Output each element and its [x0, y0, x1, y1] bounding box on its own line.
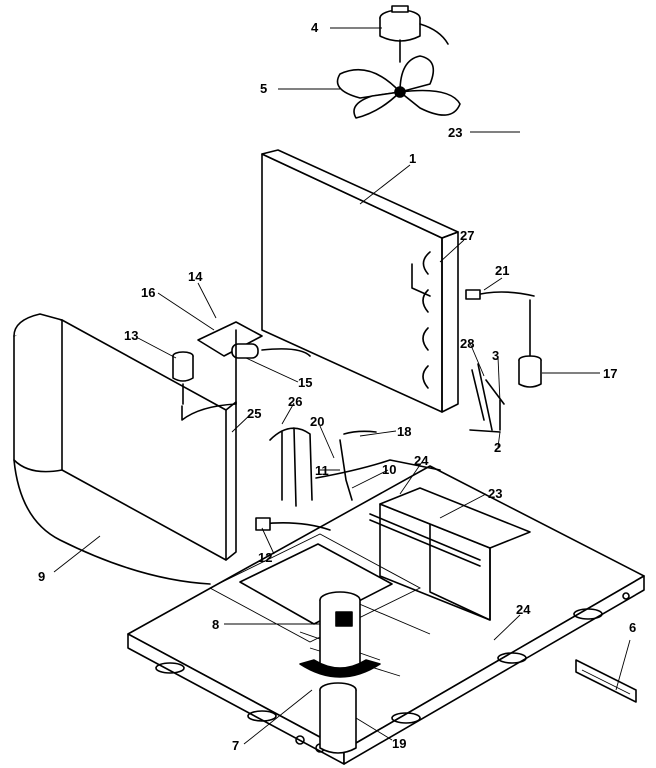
condenser-coil	[261, 149, 459, 413]
filter-assembly	[369, 487, 531, 621]
callout-25: 25	[247, 406, 261, 421]
mounting-bracket	[575, 659, 637, 703]
wraparound-coil	[13, 313, 237, 585]
callout-18: 18	[397, 424, 411, 439]
callout-21: 21	[495, 263, 509, 278]
callout-19: 19	[392, 736, 406, 751]
callout-23b: 23	[488, 486, 502, 501]
callout-5: 5	[260, 81, 267, 96]
callout-8: 8	[212, 617, 219, 632]
fan-blade	[336, 55, 461, 119]
callout-15: 15	[298, 375, 312, 390]
callout-20: 20	[310, 414, 324, 429]
callout-6: 6	[629, 620, 636, 635]
callout-28: 28	[460, 336, 474, 351]
callout-24a: 24	[414, 453, 429, 468]
callout-9: 9	[38, 569, 45, 584]
callout-26: 26	[288, 394, 302, 409]
callout-labels: 4 5 23 1 27 21 14 16 13 15 28 3 17 26 25…	[38, 20, 636, 753]
capacitor-17	[518, 299, 542, 388]
callout-7: 7	[232, 738, 239, 753]
accumulator	[319, 682, 357, 754]
callout-27: 27	[460, 228, 474, 243]
callout-11: 11	[315, 463, 329, 478]
callout-17: 17	[603, 366, 617, 381]
base-pan	[127, 465, 645, 765]
callout-24b: 24	[516, 602, 531, 617]
callout-12: 12	[258, 550, 272, 565]
compressor	[299, 591, 381, 678]
callout-2: 2	[494, 440, 501, 455]
callout-4: 4	[311, 20, 319, 35]
callout-13: 13	[124, 328, 138, 343]
fan-motor	[379, 5, 449, 63]
callout-10: 10	[382, 462, 396, 477]
capacitor-13	[172, 351, 194, 405]
callout-23: 23	[448, 125, 462, 140]
reversing-valve	[181, 321, 311, 421]
callout-3: 3	[492, 348, 499, 363]
callout-1: 1	[409, 151, 416, 166]
leader-lines	[53, 27, 631, 745]
callout-16: 16	[141, 285, 155, 300]
callout-14: 14	[188, 269, 203, 284]
